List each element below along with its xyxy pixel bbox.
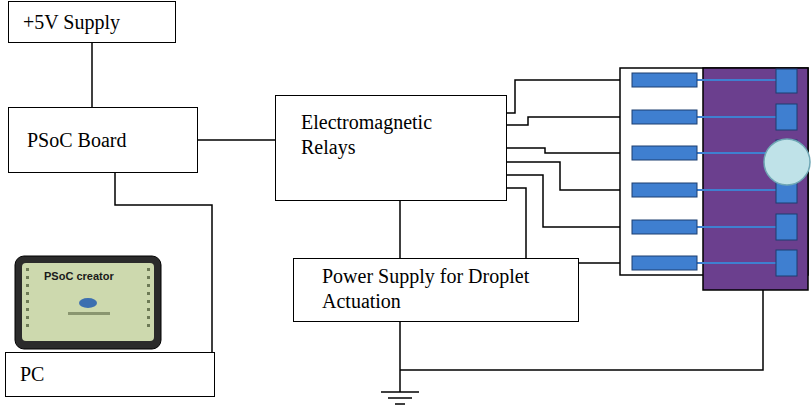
- process-box: Power Supply for Droplet Actuation: [293, 258, 579, 322]
- wire-connector: [399, 201, 401, 258]
- wire-connector: [91, 43, 93, 107]
- process-box: +5V Supply: [8, 1, 176, 43]
- box-label: Power Supply for Droplet Actuation: [322, 264, 552, 314]
- box-label: +5V Supply: [23, 10, 120, 35]
- process-box: PSoC Board: [8, 107, 198, 173]
- wire-connector: [115, 173, 212, 352]
- droplet: [764, 139, 810, 185]
- screen-title: PSoC creator: [44, 270, 114, 282]
- logo-text-bar: [68, 312, 110, 315]
- process-box: PC: [5, 352, 215, 397]
- wire-connector: [198, 139, 275, 141]
- box-label: PC: [20, 362, 44, 387]
- box-label: Electromagnetic Relays: [301, 110, 461, 160]
- monitor-screen: [22, 263, 154, 341]
- box-label: PSoC Board: [27, 128, 126, 153]
- screen-pins: [26, 268, 150, 327]
- process-box: Electromagnetic Relays: [275, 95, 507, 201]
- monitor-frame: [15, 256, 161, 349]
- logo-mark: [79, 298, 97, 308]
- relay-wires: [507, 80, 632, 263]
